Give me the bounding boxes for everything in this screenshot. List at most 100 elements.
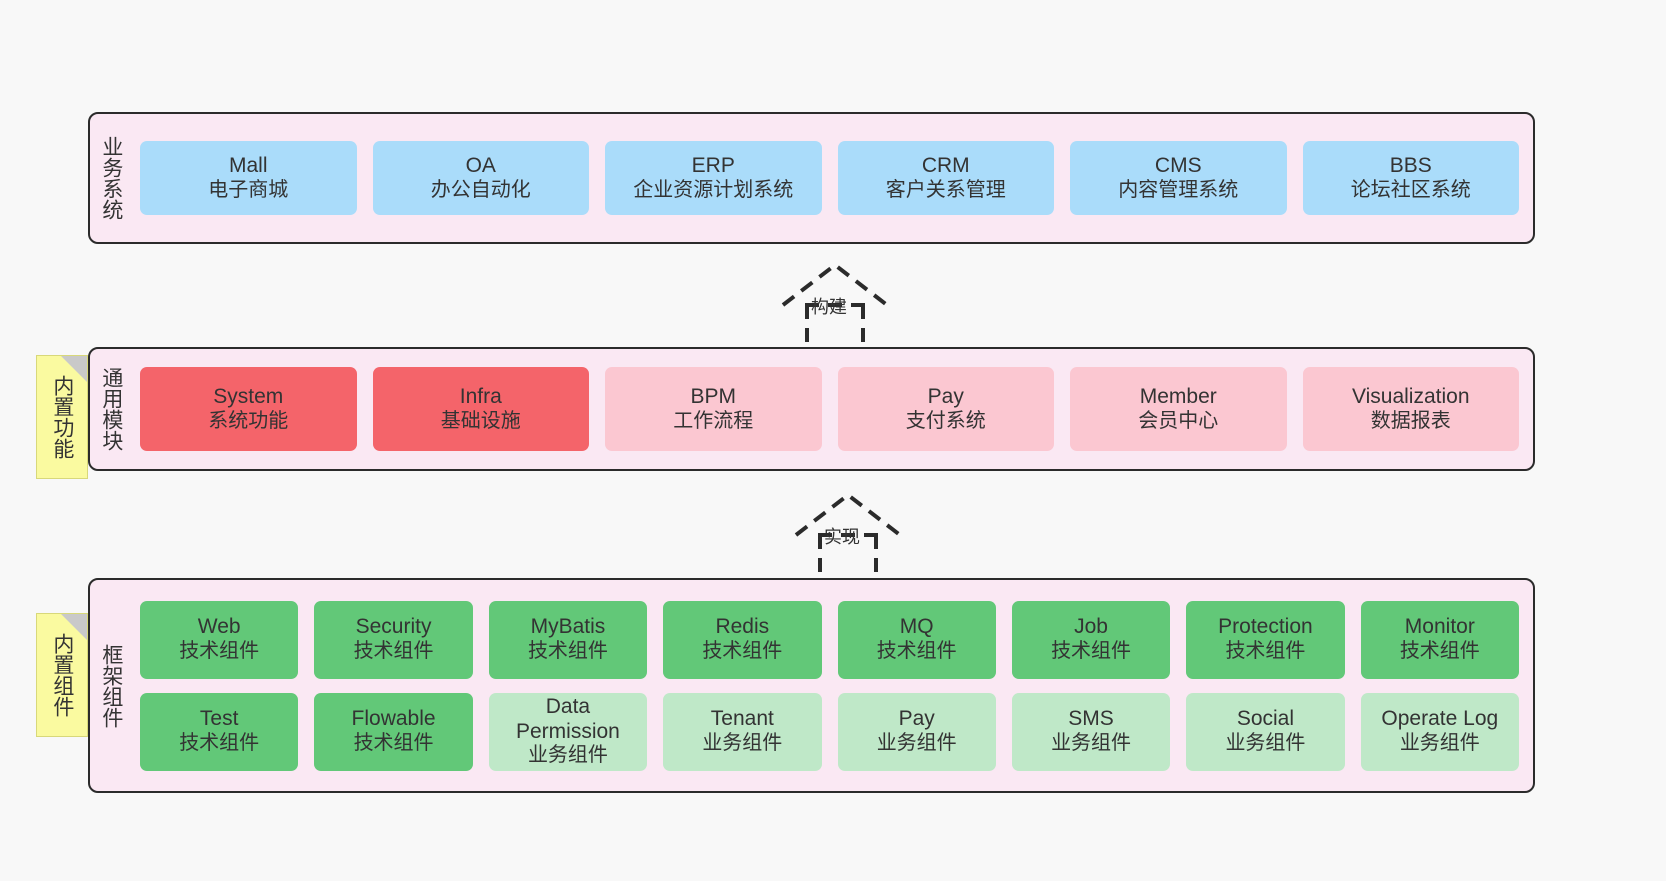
layer-business-title: 业务系统 [99, 136, 123, 220]
connector-build-arrow-icon [781, 262, 889, 348]
node-protection-cn: 技术组件 [1225, 640, 1306, 663]
layer-framework-components: 框架组件 Web 技术组件 Security 技术组件 MyBatis 技术组件… [88, 578, 1535, 793]
node-security-en: Security [355, 615, 432, 639]
node-data-permission-cn: 业务组件 [527, 744, 608, 767]
note-builtin-features: 内置功能 [36, 355, 88, 479]
node-mall-cn: 电子商城 [208, 178, 289, 201]
node-web[interactable]: Web 技术组件 [140, 600, 299, 679]
node-web-en: Web [197, 615, 241, 639]
node-pay-module-cn: 支付系统 [905, 409, 986, 432]
node-system-cn: 系统功能 [208, 409, 289, 432]
framework-row-biz: Test 技术组件 Flowable 技术组件 Data Permission … [140, 692, 1519, 771]
node-operate-log-en: Operate Log [1381, 707, 1499, 731]
layer-business-system: 业务系统 Mall 电子商城 OA 办公自动化 ERP 企业资源计划系统 CRM… [88, 112, 1535, 244]
node-mybatis-en: MyBatis [530, 615, 606, 639]
note-fold-icon [61, 614, 87, 640]
layer-common-modules: 通用模块 System 系统功能 Infra 基础设施 BPM 工作流程 Pay… [88, 347, 1535, 471]
node-oa[interactable]: OA 办公自动化 [372, 141, 589, 215]
node-bpm-en: BPM [690, 384, 736, 408]
node-system[interactable]: System 系统功能 [140, 367, 357, 451]
node-bbs[interactable]: BBS 论坛社区系统 [1302, 141, 1519, 215]
note-builtin-components-label: 内置组件 [50, 633, 74, 717]
connector-implement-label: 实现 [824, 527, 860, 547]
note-builtin-components: 内置组件 [36, 613, 88, 737]
node-social-en: Social [1236, 707, 1295, 731]
node-sms-en: SMS [1068, 707, 1114, 731]
layer-business-body: Mall 电子商城 OA 办公自动化 ERP 企业资源计划系统 CRM 客户关系… [132, 114, 1533, 242]
framework-row-tech: Web 技术组件 Security 技术组件 MyBatis 技术组件 Redi… [140, 600, 1519, 679]
node-operate-log-cn: 业务组件 [1399, 732, 1480, 755]
connector-build: 构建 [755, 258, 915, 348]
node-cms-en: CMS [1154, 153, 1202, 177]
node-social-cn: 业务组件 [1225, 732, 1306, 755]
node-redis[interactable]: Redis 技术组件 [663, 600, 822, 679]
node-web-cn: 技术组件 [179, 640, 260, 663]
node-bbs-cn: 论坛社区系统 [1350, 178, 1471, 201]
node-pay-module-en: Pay [927, 384, 964, 408]
layer-modules-title: 通用模块 [99, 367, 123, 451]
node-pay-component-en: Pay [898, 707, 935, 731]
node-mq-cn: 技术组件 [876, 640, 957, 663]
node-member[interactable]: Member 会员中心 [1070, 367, 1287, 451]
node-redis-cn: 技术组件 [702, 640, 783, 663]
node-tenant-cn: 业务组件 [702, 732, 783, 755]
node-monitor[interactable]: Monitor 技术组件 [1360, 600, 1519, 679]
node-infra-cn: 基础设施 [440, 409, 521, 432]
node-job-en: Job [1074, 615, 1108, 639]
node-visualization-cn: 数据报表 [1370, 409, 1451, 432]
connector-implement: 实现 [768, 488, 928, 578]
node-tenant-en: Tenant [710, 707, 774, 731]
node-test[interactable]: Test 技术组件 [140, 692, 299, 771]
node-flowable-cn: 技术组件 [353, 732, 434, 755]
node-job[interactable]: Job 技术组件 [1011, 600, 1171, 679]
node-erp-cn: 企业资源计划系统 [633, 178, 794, 201]
node-sms[interactable]: SMS 业务组件 [1011, 692, 1171, 771]
node-erp[interactable]: ERP 企业资源计划系统 [605, 141, 822, 215]
node-protection-en: Protection [1218, 615, 1313, 639]
node-pay-module[interactable]: Pay 支付系统 [837, 367, 1054, 451]
node-mall[interactable]: Mall 电子商城 [140, 141, 357, 215]
note-fold-icon [61, 356, 87, 382]
node-cms[interactable]: CMS 内容管理系统 [1070, 141, 1287, 215]
node-flowable[interactable]: Flowable 技术组件 [314, 692, 473, 771]
node-member-cn: 会员中心 [1138, 409, 1219, 432]
layer-modules-body: System 系统功能 Infra 基础设施 BPM 工作流程 Pay 支付系统… [132, 349, 1533, 469]
node-oa-en: OA [465, 153, 496, 177]
layer-framework-title: 框架组件 [99, 643, 123, 728]
note-builtin-features-label: 内置功能 [50, 375, 74, 459]
connector-build-label: 构建 [811, 297, 847, 317]
node-job-cn: 技术组件 [1051, 640, 1132, 663]
node-security-cn: 技术组件 [353, 640, 434, 663]
node-operate-log[interactable]: Operate Log 业务组件 [1360, 692, 1519, 771]
node-monitor-en: Monitor [1404, 615, 1475, 639]
node-social[interactable]: Social 业务组件 [1186, 692, 1345, 771]
node-test-cn: 技术组件 [179, 732, 260, 755]
node-cms-cn: 内容管理系统 [1118, 178, 1239, 201]
node-crm-en: CRM [921, 153, 970, 177]
node-monitor-cn: 技术组件 [1399, 640, 1480, 663]
node-mall-en: Mall [228, 153, 268, 177]
node-mybatis[interactable]: MyBatis 技术组件 [488, 600, 648, 679]
node-protection[interactable]: Protection 技术组件 [1186, 600, 1345, 679]
node-flowable-en: Flowable [351, 707, 436, 731]
node-system-en: System [213, 384, 284, 408]
node-oa-cn: 办公自动化 [430, 178, 531, 201]
node-pay-component[interactable]: Pay 业务组件 [837, 692, 996, 771]
node-bpm-cn: 工作流程 [673, 409, 754, 432]
node-data-permission[interactable]: Data Permission 业务组件 [488, 692, 648, 771]
node-bpm[interactable]: BPM 工作流程 [605, 367, 822, 451]
node-redis-en: Redis [715, 615, 770, 639]
node-member-en: Member [1139, 384, 1217, 408]
node-infra-en: Infra [459, 384, 502, 408]
node-mq[interactable]: MQ 技术组件 [837, 600, 996, 679]
node-visualization-en: Visualization [1351, 384, 1470, 408]
node-mq-en: MQ [899, 615, 934, 639]
node-infra[interactable]: Infra 基础设施 [372, 367, 589, 451]
node-tenant[interactable]: Tenant 业务组件 [663, 692, 822, 771]
node-crm[interactable]: CRM 客户关系管理 [837, 141, 1054, 215]
node-visualization[interactable]: Visualization 数据报表 [1302, 367, 1519, 451]
node-bbs-en: BBS [1389, 153, 1432, 177]
layer-framework-body: Web 技术组件 Security 技术组件 MyBatis 技术组件 Redi… [132, 580, 1533, 791]
node-mybatis-cn: 技术组件 [527, 640, 608, 663]
node-security[interactable]: Security 技术组件 [314, 600, 473, 679]
